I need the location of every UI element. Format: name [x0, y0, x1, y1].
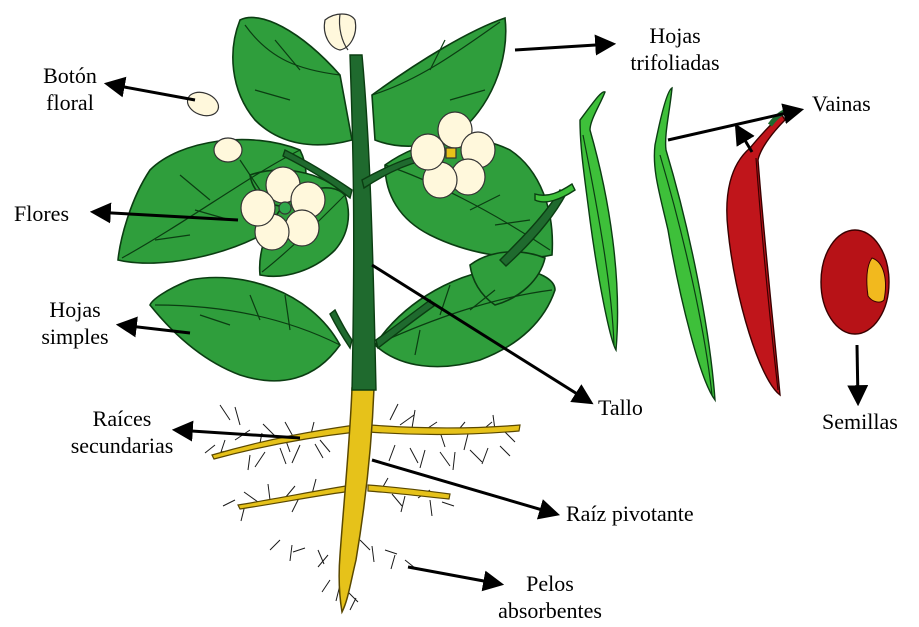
top-bud: [324, 14, 355, 50]
arrow-raices-secundarias: [176, 430, 300, 438]
label-vainas: Vainas: [812, 90, 871, 117]
label-pelos-absorbentes: Pelos absorbentes: [480, 570, 620, 624]
label-raices-secundarias: Raíces secundarias: [62, 405, 182, 459]
label-flores: Flores: [14, 200, 69, 227]
arrow-semillas: [857, 345, 858, 402]
label-semillas: Semillas: [822, 408, 898, 435]
arrow-hojas-trifoliadas: [515, 44, 612, 50]
arrow-boton-floral: [108, 84, 195, 100]
red-pod: [727, 112, 785, 395]
arrow-vainas-red: [737, 127, 752, 152]
label-hojas-trifoliadas: Hojas trifoliadas: [610, 22, 740, 76]
arrow-raiz-pivotante: [372, 460, 556, 514]
tap-root: [339, 388, 374, 612]
seed: [821, 230, 889, 334]
label-raiz-pivotante: Raíz pivotante: [566, 500, 694, 527]
label-tallo: Tallo: [598, 394, 643, 421]
label-hojas-simples: Hojas simples: [30, 296, 120, 350]
label-boton-floral: Botón floral: [30, 62, 110, 116]
